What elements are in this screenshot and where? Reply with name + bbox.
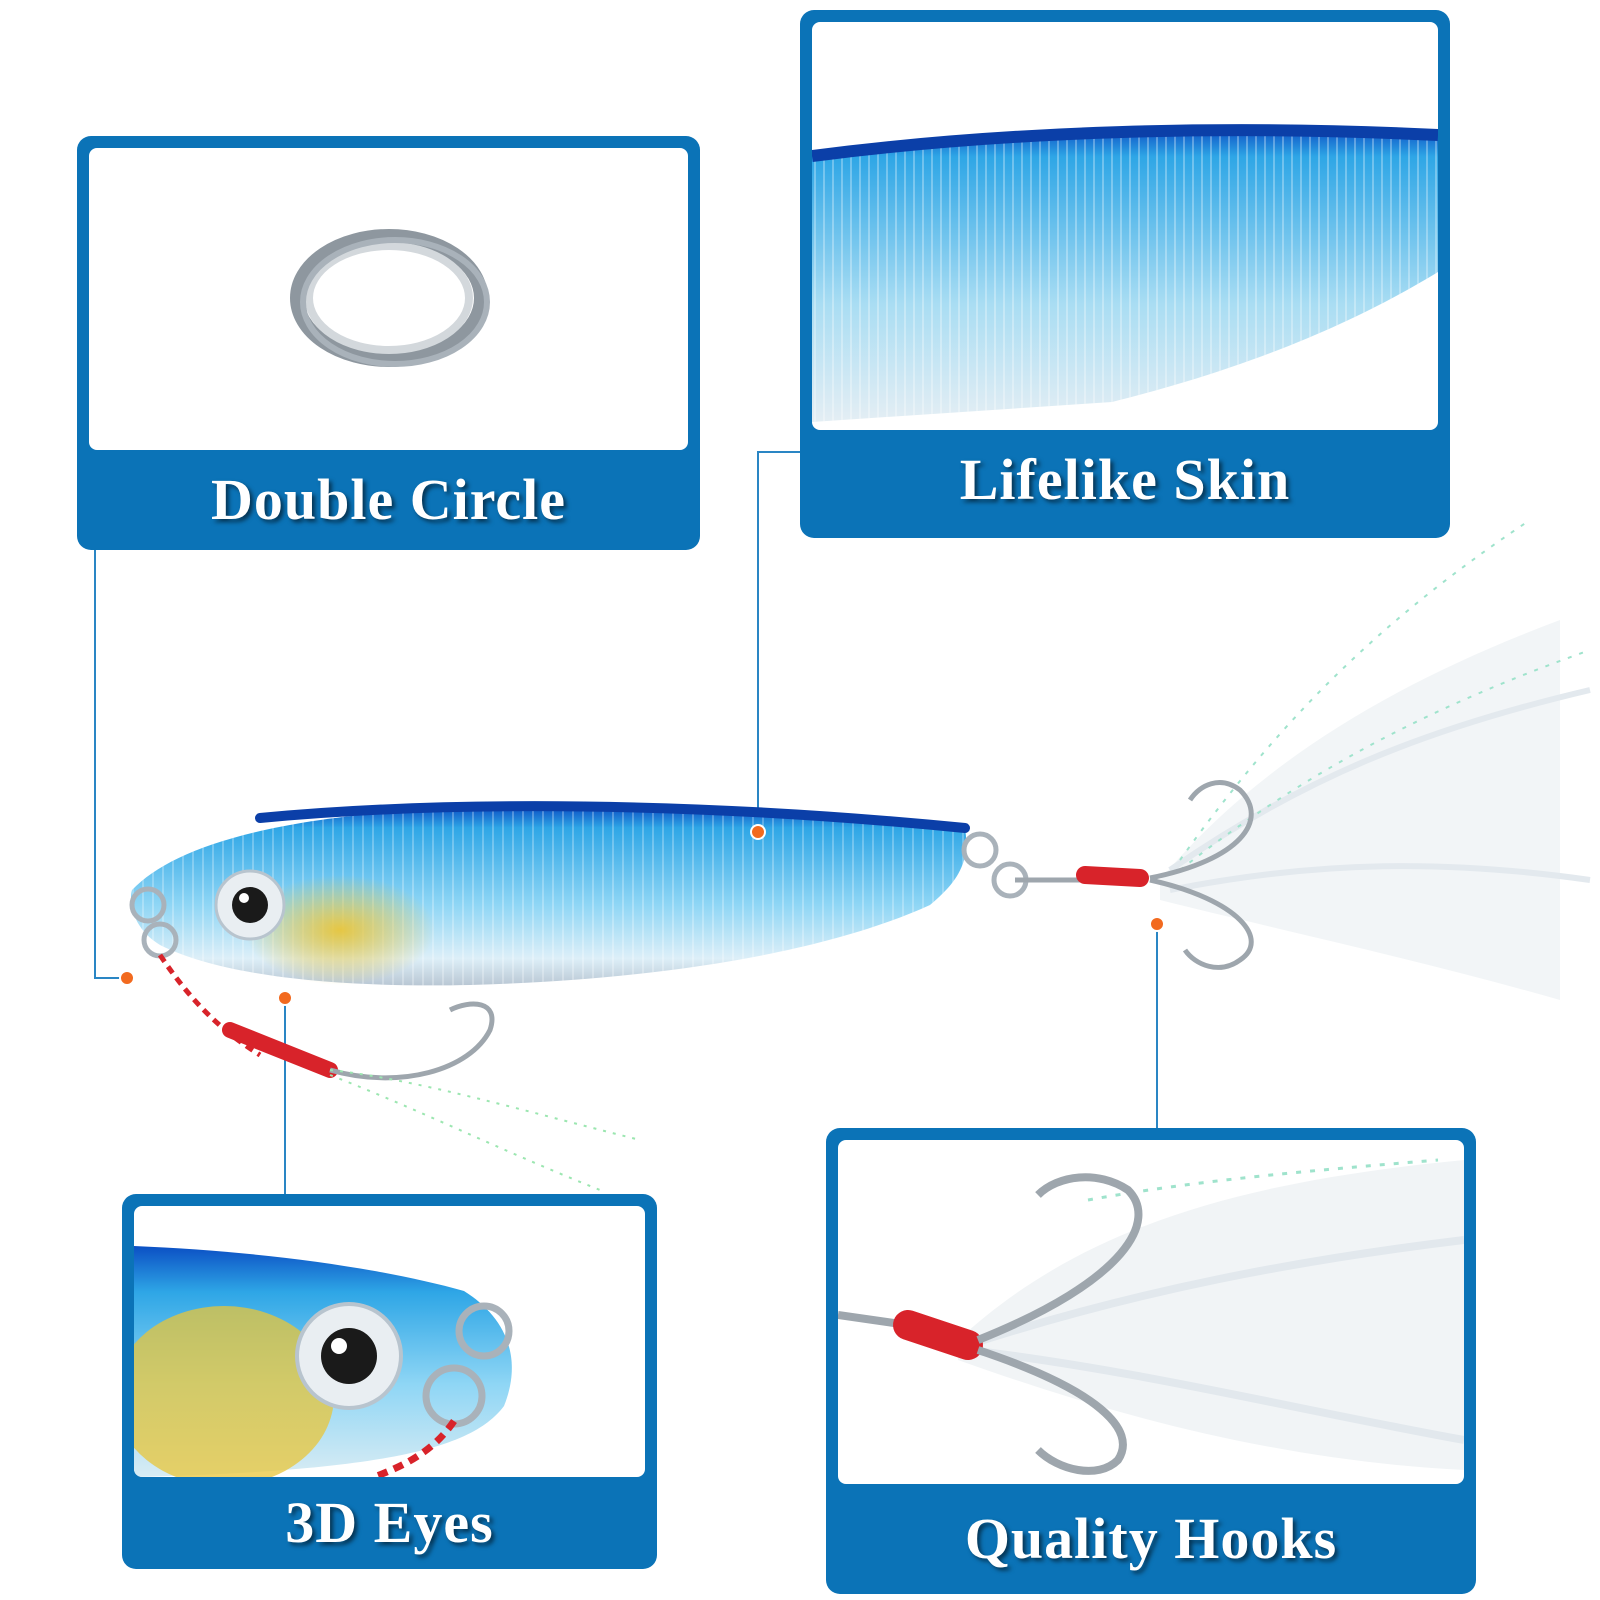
eye-icon <box>214 869 286 941</box>
dot-quality-hooks <box>1149 916 1165 932</box>
assist-hook-icon <box>157 953 641 1191</box>
lifelike-skin-label: Lifelike Skin <box>959 447 1291 512</box>
treble-hook-icon <box>1015 780 1254 970</box>
quality-hooks-panel: Quality Hooks <box>826 1128 1476 1594</box>
3d-eyes-image <box>134 1206 645 1477</box>
lifelike-skin-image <box>812 22 1438 430</box>
split-ring-icon <box>290 229 490 367</box>
lifelike-skin-panel: Lifelike Skin <box>800 10 1450 538</box>
callout-dots <box>119 824 1165 1006</box>
leader-line-lifelike-skin <box>757 451 800 832</box>
leader-lines <box>94 451 1158 1194</box>
feather-tail-icon <box>1160 519 1591 1000</box>
3d-eyes-label: 3D Eyes <box>285 1490 494 1555</box>
leader-line-double-circle <box>94 548 127 979</box>
dot-3d-eyes <box>277 990 293 1006</box>
double-circle-panel: Double Circle <box>77 136 700 550</box>
quality-hooks-label: Quality Hooks <box>964 1506 1338 1571</box>
lure-body-icon <box>130 801 970 986</box>
treble-hook-icon <box>838 1173 1143 1475</box>
dot-lifelike-skin <box>750 824 766 840</box>
quality-hooks-image <box>838 1140 1464 1484</box>
double-circle-label: Double Circle <box>210 467 567 532</box>
eye-icon <box>295 1302 403 1410</box>
dot-double-circle <box>119 970 135 986</box>
double-circle-image <box>89 148 688 450</box>
3d-eyes-panel: 3D Eyes <box>122 1194 657 1569</box>
